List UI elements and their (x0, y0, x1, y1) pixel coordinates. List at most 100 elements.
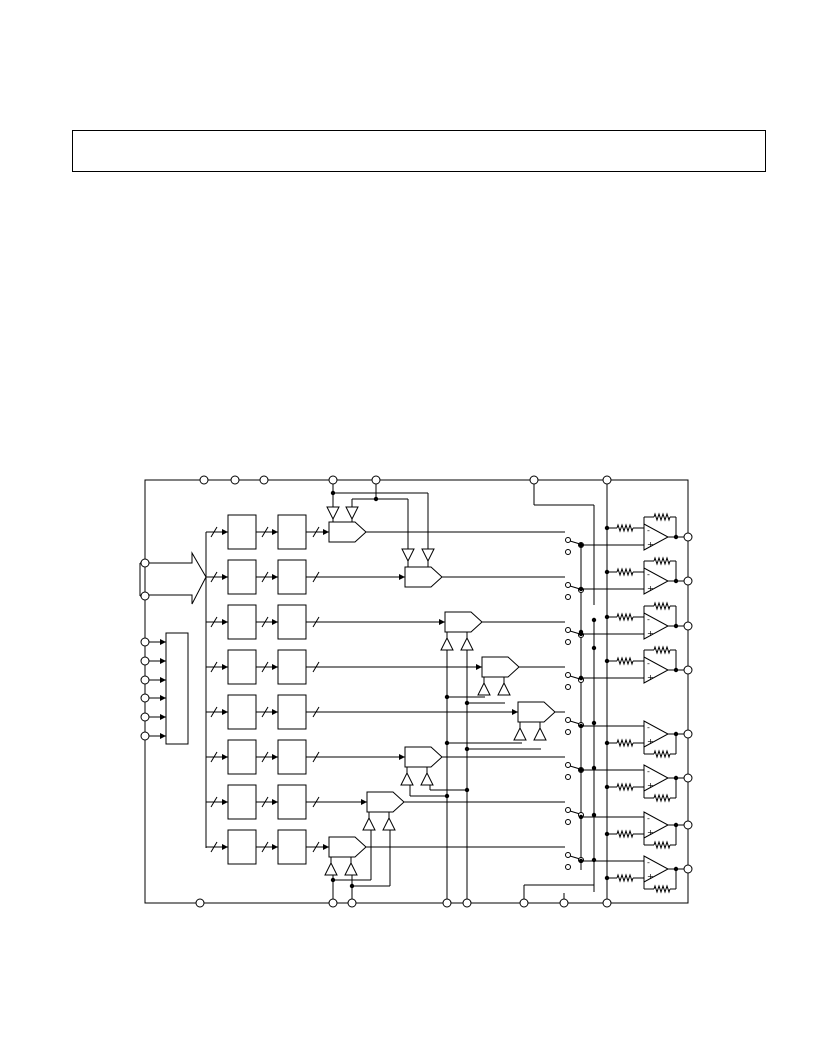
junction-dot (330, 877, 336, 883)
op-amp-minus: - (647, 526, 650, 535)
junction-dot (591, 857, 597, 863)
frame-pin (230, 475, 240, 485)
arrowhead (222, 574, 228, 580)
junction-dot (444, 793, 450, 799)
input-resistor (616, 523, 634, 533)
junction-dot (591, 720, 597, 726)
input-resistor (616, 656, 634, 666)
frame-pin (140, 591, 150, 601)
junction-dot (578, 675, 584, 681)
op-amp-minus: - (647, 723, 650, 732)
diagram-static (139, 479, 689, 904)
op-amp-plus: + (647, 828, 654, 837)
junction-dot (604, 614, 610, 620)
header-box (72, 130, 766, 172)
ref-buffer (497, 681, 511, 696)
bus-slash (210, 616, 218, 628)
input-resistor (616, 567, 634, 577)
junction-dot (578, 723, 584, 729)
switch-contact (565, 627, 571, 633)
input-resistor (616, 738, 634, 748)
ref-buffer (362, 816, 376, 831)
feedback-resistor (653, 645, 671, 655)
dac-block (328, 521, 367, 543)
ref-buffer (344, 861, 358, 876)
op-amp-minus: - (647, 570, 650, 579)
input-resistor (616, 829, 634, 839)
frame-pin (602, 475, 612, 485)
junction-dot (604, 658, 610, 664)
dac-register (277, 694, 307, 730)
bus-slash (210, 571, 218, 583)
bus-slash (312, 841, 320, 853)
frame-pin (140, 712, 150, 722)
ref-buffer (420, 771, 434, 786)
frame-pin (328, 898, 338, 908)
output-amplifier (643, 612, 670, 640)
feedback-resistor (653, 884, 671, 894)
dac-register (277, 829, 307, 865)
arrowhead (272, 799, 278, 805)
switch-arm (569, 675, 581, 680)
switch-arm (569, 855, 581, 860)
arrowhead (160, 695, 166, 701)
arrowhead (272, 574, 278, 580)
junction-dot (578, 814, 584, 820)
switch-contact (565, 639, 571, 645)
junction-dot (591, 765, 597, 771)
frame-pin (140, 558, 150, 568)
bus-slash (261, 616, 269, 628)
op-amp-plus: + (647, 781, 654, 790)
op-amp-minus: - (647, 615, 650, 624)
output-amplifier (643, 855, 670, 883)
junction-dot (604, 784, 610, 790)
arrowhead (439, 619, 445, 625)
input-register (227, 649, 257, 685)
arrowhead (222, 529, 228, 535)
feedback-resistor (653, 749, 671, 759)
feedback-resistor (653, 512, 671, 522)
diagram-generated: -+-+-+-+-+-+-+-+ (149, 512, 688, 894)
switch-contact (565, 537, 571, 543)
output-pin (683, 773, 693, 783)
output-pin (683, 864, 693, 874)
op-amp-plus: + (647, 629, 654, 638)
arrowhead (160, 677, 166, 683)
arrowhead (323, 844, 329, 850)
junction-dot (444, 694, 450, 700)
junction-dot (604, 740, 610, 746)
output-amplifier (643, 764, 670, 792)
input-register (227, 829, 257, 865)
dac-register (277, 514, 307, 550)
input-register (227, 604, 257, 640)
junction-dot (578, 542, 584, 548)
switch-arm (569, 540, 581, 545)
output-pin (683, 621, 693, 631)
output-amplifier (643, 523, 670, 551)
junction-dot (444, 740, 450, 746)
frame-pin (140, 675, 150, 685)
junction-dot (673, 534, 679, 540)
input-register (227, 739, 257, 775)
junction-dot (604, 525, 610, 531)
frame-pin (347, 898, 357, 908)
arrowhead (160, 639, 166, 645)
bus-slash (312, 796, 320, 808)
arrowhead (160, 733, 166, 739)
arrowhead (272, 709, 278, 715)
junction-dot (673, 775, 679, 781)
bus-slash (312, 751, 320, 763)
bus-slash (261, 751, 269, 763)
frame-pin (195, 898, 205, 908)
dac-block (404, 746, 443, 768)
dac-block (366, 791, 405, 813)
junction-dot (464, 746, 470, 752)
switch-contact (565, 819, 571, 825)
junction-dot (373, 496, 379, 502)
arrowhead (512, 709, 518, 715)
ref-buffer (533, 726, 547, 741)
bus-slash (312, 571, 320, 583)
frame-pin (371, 475, 381, 485)
frame-pin (462, 898, 472, 908)
arrowhead (160, 714, 166, 720)
